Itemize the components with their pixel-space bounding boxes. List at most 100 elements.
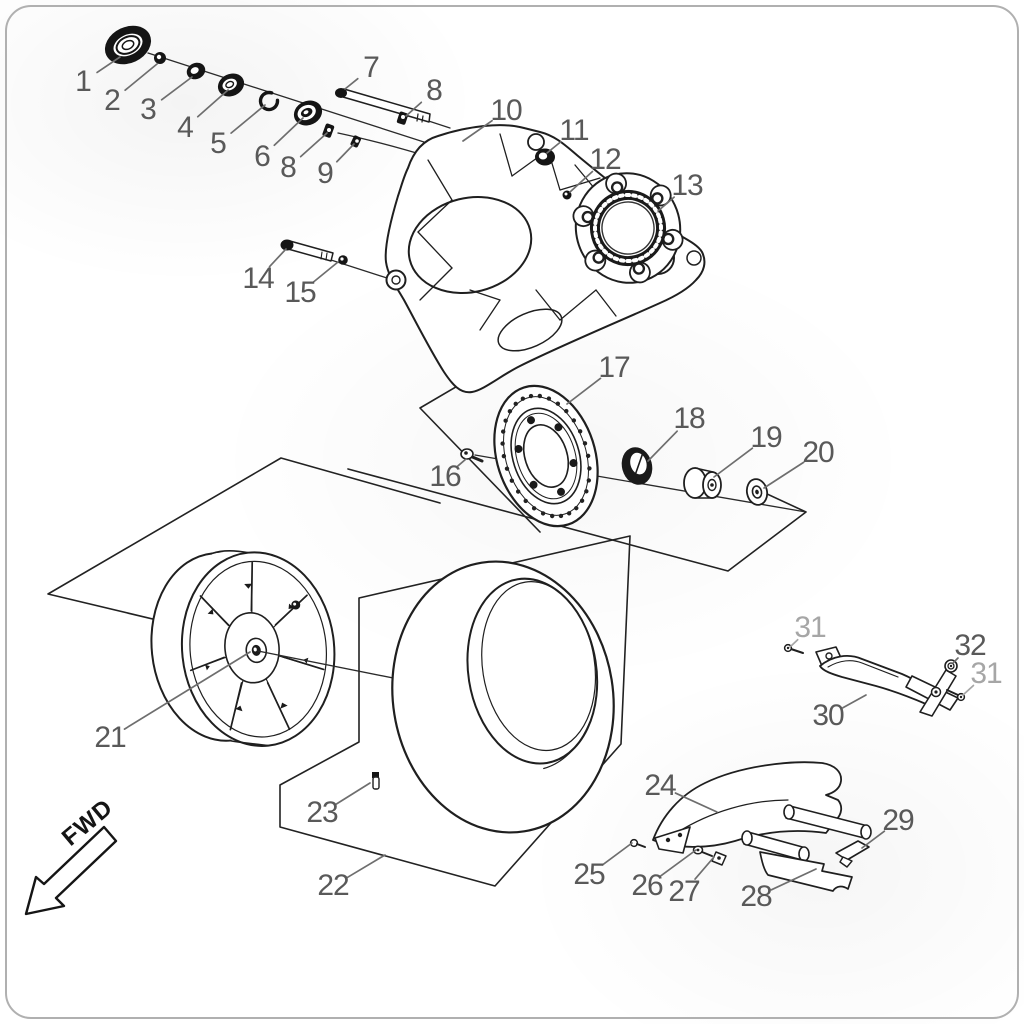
disc-hole: [574, 505, 579, 511]
leader-line-22: [346, 854, 386, 879]
wheel-spoke: [251, 562, 253, 622]
leader-line-21: [123, 651, 251, 730]
callout-label-7: 7: [363, 51, 380, 84]
leader-line-24: [674, 792, 718, 813]
leader-line-30: [842, 694, 867, 709]
disc-hole: [515, 489, 521, 494]
disc-hole: [513, 401, 518, 407]
bracket-part-30: [815, 646, 959, 717]
callout-label-26: 26: [631, 869, 663, 902]
nut-part-2: [154, 52, 166, 64]
disc-hole: [549, 513, 555, 519]
leader-line-7: [344, 77, 359, 90]
swingarm-truss-lines: [417, 133, 641, 331]
disc-hole: [537, 393, 543, 399]
disc-hole: [509, 478, 515, 483]
nut-part-15: [338, 255, 348, 265]
callout-label-25: 25: [573, 858, 605, 891]
callout-label-22: 22: [317, 869, 349, 902]
callout-label-18: 18: [673, 402, 705, 435]
disc-hole: [531, 506, 537, 511]
spacer-part-19: [683, 467, 722, 499]
leader-line-6: [273, 117, 304, 147]
disc-hole: [528, 393, 534, 399]
callout-label-30: 30: [812, 699, 844, 732]
callout-label-27: 27: [668, 875, 700, 908]
callout-label-20: 20: [802, 436, 834, 469]
callout-label-14: 14: [242, 262, 274, 295]
disc-bolt-hole: [569, 459, 578, 468]
leader-line-27: [694, 856, 715, 880]
callout-label-1: 1: [75, 65, 92, 98]
leader-line-11: [546, 140, 562, 154]
disc-hole: [571, 418, 577, 423]
callout-label-8a: 8: [426, 74, 443, 107]
screw-part-8-upper: [396, 111, 409, 125]
callout-label-6: 6: [254, 140, 271, 173]
wheel-spoke-accent: [280, 702, 288, 709]
disc-bolt-hole: [557, 487, 566, 496]
leader-lines: [96, 56, 975, 891]
callout-label-32: 32: [954, 629, 986, 662]
leader-line-2: [124, 63, 158, 92]
bushing-part-11: [535, 148, 555, 166]
disc-hole: [577, 429, 583, 434]
callout-label-21: 21: [94, 721, 126, 754]
disc-hole: [500, 441, 505, 446]
leader-line-16: [457, 458, 467, 467]
leader-line-31a: [789, 638, 799, 648]
callout-label-23: 23: [306, 796, 338, 829]
bolt-part-31-left: [783, 643, 804, 654]
wheel-spokes: [189, 561, 325, 731]
callout-label-4: 4: [177, 111, 194, 144]
seal-part-18: [621, 447, 653, 485]
disc-bolt-hole: [554, 423, 563, 432]
tire-box-outline: [279, 535, 631, 887]
clip-part-27: [711, 851, 727, 866]
disc-hole: [579, 498, 585, 503]
tire-part-22: [391, 560, 615, 834]
bushing-part-3: [186, 62, 206, 80]
bolt-part-14: [280, 239, 334, 262]
callout-label-15: 15: [284, 276, 316, 309]
leader-line-31b: [962, 684, 975, 696]
disc-hole: [504, 466, 510, 471]
wheel-spoke-accent: [205, 664, 210, 671]
plate-part-29: [835, 840, 870, 868]
wheel-spoke-accent: [235, 705, 243, 712]
leader-line-5: [230, 104, 266, 134]
disc-bolt-hole: [529, 480, 538, 489]
disc-hole: [523, 498, 528, 504]
callout-label-29: 29: [882, 804, 914, 837]
brake-disc-part-17: [493, 384, 599, 528]
washer-part-20: [745, 478, 769, 506]
callout-label-31b: 31: [970, 657, 1002, 690]
callout-label-28: 28: [740, 880, 772, 913]
valve-part-23: [372, 772, 380, 790]
wheel-part-21: [150, 549, 336, 747]
seal-part-4: [217, 73, 245, 97]
callout-label-31a: 31: [794, 611, 826, 644]
wheel-spoke: [263, 673, 291, 730]
leader-line-15: [312, 261, 339, 284]
bolt-part-16: [460, 448, 484, 463]
disc-hole: [501, 453, 507, 459]
wheel-spoke: [229, 673, 246, 731]
callout-label-5: 5: [210, 127, 227, 160]
disc-hole: [555, 401, 561, 406]
disc-bolt-holes: [514, 416, 578, 496]
callout-label-12: 12: [589, 143, 621, 176]
leader-line-19: [713, 447, 754, 478]
slider-part-28: [759, 851, 853, 892]
disc-hole: [500, 429, 506, 434]
disc-hole: [587, 466, 592, 471]
callout-label-3: 3: [140, 93, 157, 126]
leader-line-23: [335, 782, 371, 805]
seal-part-1: [104, 25, 152, 65]
circlip-part-5: [258, 90, 280, 112]
leader-line-26: [659, 849, 697, 877]
disc-drill-holes: [500, 393, 592, 519]
wheel-spoke: [274, 654, 325, 670]
